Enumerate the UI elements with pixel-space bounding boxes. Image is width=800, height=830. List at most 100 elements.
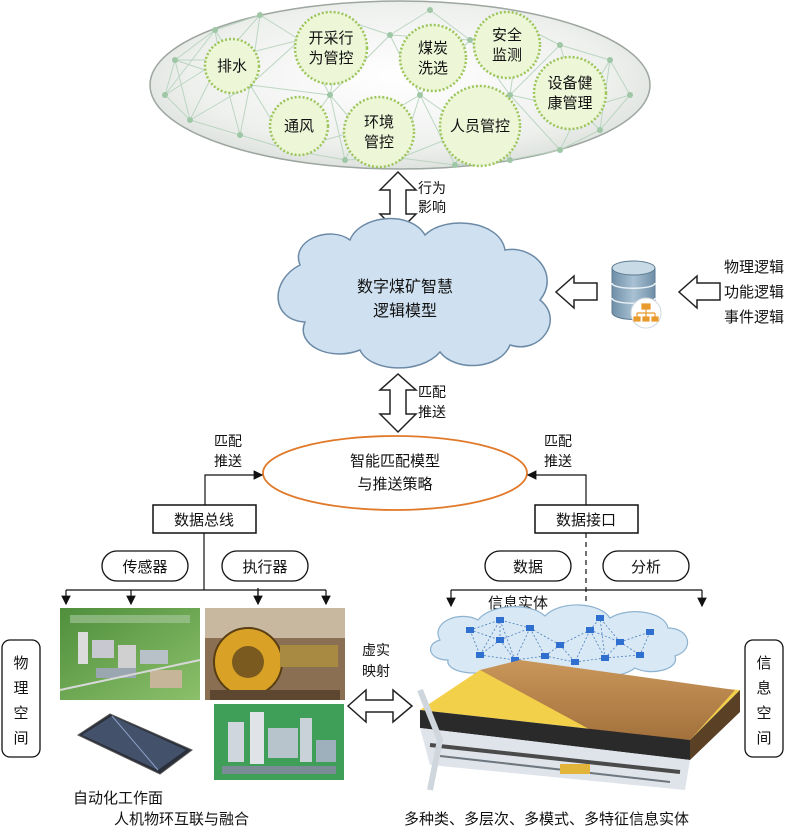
mesh-line: [329, 94, 346, 161]
logic-to-db-arrow: [677, 274, 721, 310]
matching-model-label-2: 与推送策略: [357, 475, 432, 493]
mesh-line: [509, 149, 561, 161]
match-push-right-label-1: 匹配: [544, 434, 572, 450]
virtual-real-mapping-arrow: 虚实 映射: [346, 643, 414, 724]
entity-link: [469, 619, 501, 631]
mesh-node: [212, 27, 218, 33]
mesh-node: [327, 92, 333, 98]
entity-link: [599, 617, 621, 643]
entity-node: [571, 659, 579, 665]
behavior-influence-label-2: 影响: [418, 200, 446, 216]
node-label: 通风: [284, 117, 314, 135]
node-label: 洗选: [418, 59, 448, 77]
mesh-line: [249, 39, 301, 86]
entity-node: [511, 657, 519, 663]
entity-link: [469, 629, 481, 656]
match-push-right-label-2: 推送: [544, 454, 572, 470]
match-push-left-label-1: 匹配: [214, 434, 242, 450]
matching-model-label-1: 智能匹配模型: [350, 452, 440, 470]
mesh-node: [557, 147, 563, 153]
entity-link: [589, 629, 621, 643]
entity-node: [636, 652, 644, 658]
mesh-node: [172, 57, 178, 63]
bottom-right-caption: 多种类、多层次、多模式、多特征信息实体: [404, 810, 689, 828]
match-push-center-arrow: 匹配 推送: [378, 372, 446, 434]
mesh-line: [164, 29, 216, 96]
entity-link: [604, 654, 641, 659]
info-space-char-3: 空: [756, 704, 771, 722]
entity-node: [586, 627, 594, 633]
mesh-node: [237, 132, 243, 138]
smart-logic-cloud: 数字煤矿智慧 逻辑模型: [277, 217, 551, 369]
match-push-center-label-1: 匹配: [418, 385, 446, 401]
match-push-left-label-2: 推送: [214, 454, 242, 470]
mesh-node: [257, 12, 263, 18]
mesh-line: [249, 84, 331, 96]
entity-node: [646, 629, 654, 635]
top-application-ellipse: 排水开采行为管控煤炭洗选安全监测设备健康管理通风环境管控人员管控: [149, 0, 651, 170]
physical-space-char-1: 物: [13, 654, 28, 672]
physical-space-char-2: 理: [13, 679, 28, 697]
info-space-box: 信 息 空 间: [744, 639, 784, 758]
sensor-pill-label: 传感器: [122, 558, 167, 576]
entity-link: [589, 629, 606, 659]
db-to-cloud-arrow: [554, 274, 598, 310]
node-label: 监测: [492, 46, 522, 64]
behavior-influence-label-1: 行为: [418, 181, 446, 197]
mesh-line: [609, 59, 631, 96]
mine-site-aerial-image: [59, 608, 201, 700]
mesh-line: [174, 29, 216, 61]
node-ventilation: 通风: [268, 95, 330, 157]
data-interface-label: 数据接口: [556, 511, 616, 529]
entity-node: [476, 652, 484, 658]
data-bus-box: 数据总线: [152, 504, 257, 534]
entity-link: [469, 629, 501, 641]
mine-3d-model-image: [417, 660, 740, 791]
mesh-node: [162, 92, 168, 98]
mesh-line: [429, 9, 471, 41]
mesh-line: [599, 94, 631, 131]
data-interface-tree: [446, 533, 707, 610]
info-entity-nodes: [466, 615, 654, 665]
automation-face-caption: 自动化工作面: [73, 789, 163, 807]
node-label: 人员管控: [450, 117, 510, 135]
entity-link: [544, 655, 576, 663]
virtual-real-label-2: 映射: [362, 664, 390, 680]
entity-link: [544, 644, 561, 657]
entity-node: [601, 655, 609, 661]
entity-node: [526, 625, 534, 631]
match-push-center-label-2: 推送: [418, 405, 446, 421]
mesh-line: [214, 14, 261, 31]
entity-link: [499, 627, 531, 641]
node-personnel-control: 人员管控: [438, 84, 522, 168]
entity-link: [514, 627, 531, 661]
actuator-pill-label: 执行器: [242, 558, 287, 576]
entity-node: [596, 615, 604, 621]
entity-link: [559, 629, 591, 646]
data-bus-tree: [61, 533, 331, 606]
mesh-line: [559, 44, 611, 61]
mesh-line: [174, 59, 191, 121]
right-match-push-connector: [526, 470, 587, 505]
data-pill: 数据: [484, 550, 572, 582]
mesh-line: [509, 44, 561, 96]
cloud-label-2: 逻辑模型: [373, 301, 437, 320]
mesh-node: [387, 32, 393, 38]
node-label: 安全: [492, 26, 522, 44]
mesh-node: [507, 157, 513, 163]
entity-node: [556, 642, 564, 648]
entity-link: [479, 619, 501, 656]
entity-link: [529, 627, 546, 657]
mesh-node: [627, 92, 633, 98]
entity-link: [529, 627, 561, 646]
actuator-pill: 执行器: [221, 550, 309, 582]
node-label: 康管理: [547, 94, 592, 112]
entity-link: [599, 617, 606, 659]
mesh-node: [187, 117, 193, 123]
data-pill-label: 数据: [513, 558, 543, 576]
entity-node: [496, 617, 504, 623]
mesh-node: [607, 57, 613, 63]
left-match-push-connector: [204, 470, 264, 505]
